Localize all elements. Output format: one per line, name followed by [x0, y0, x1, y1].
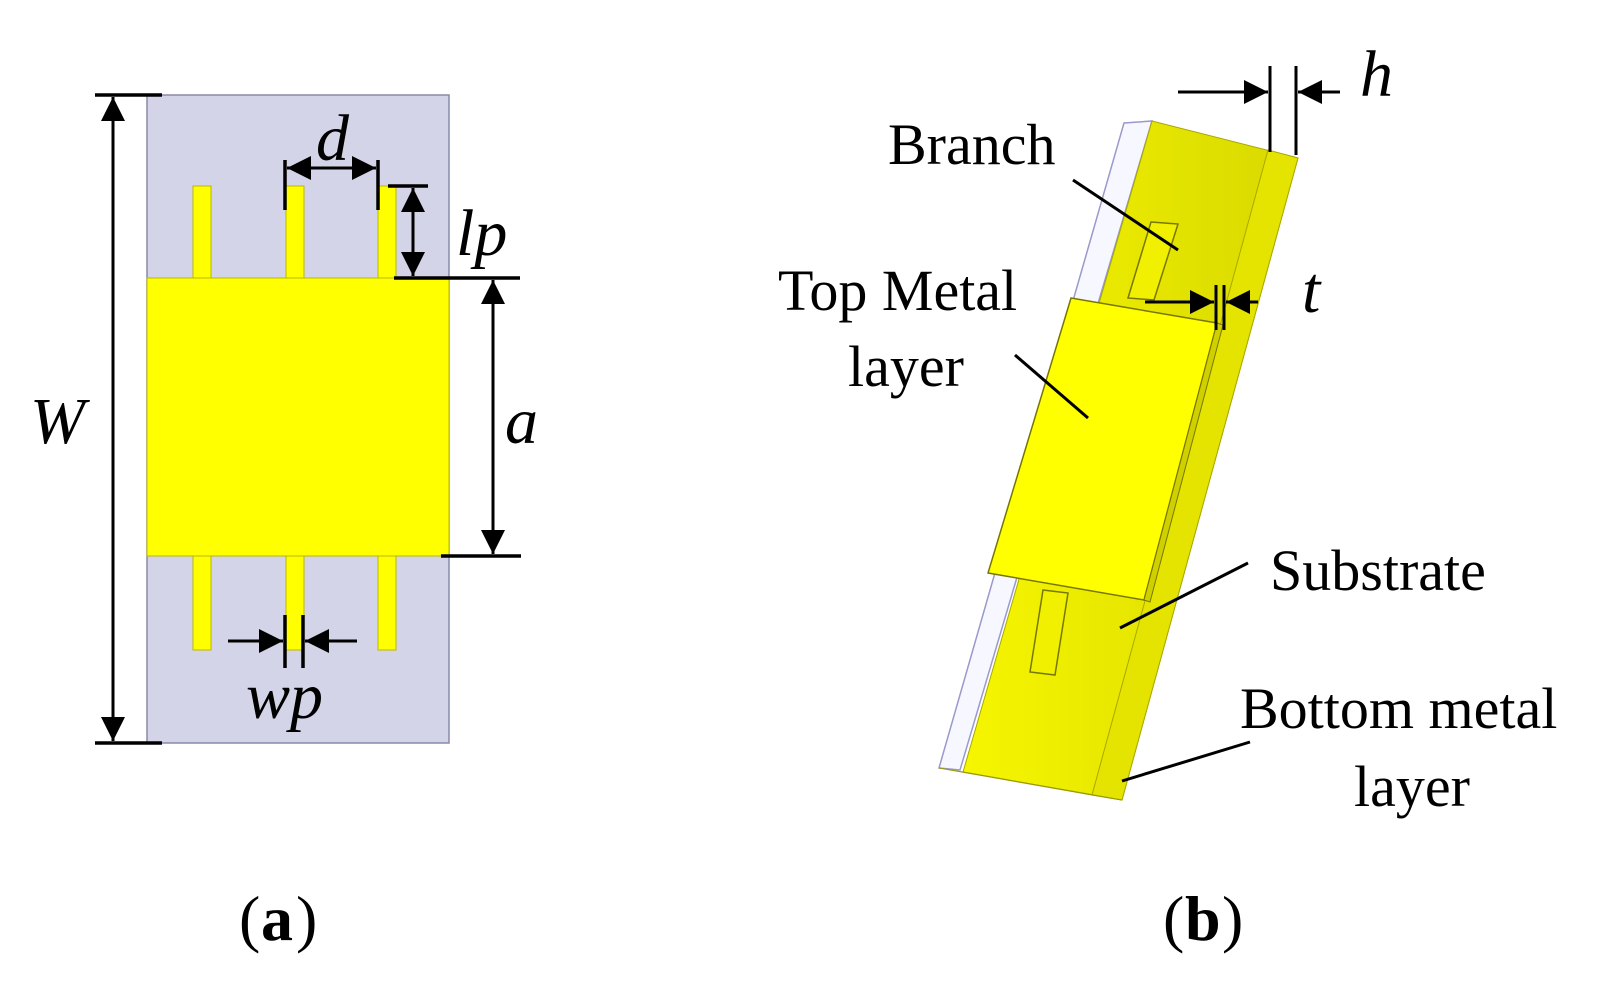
dim-d: d [283, 102, 380, 210]
caption-b-letter: b [1185, 883, 1221, 954]
label-top-metal-1: Top Metal [778, 258, 1017, 323]
dim-lp: lp [388, 184, 520, 280]
branch-top-1 [192, 185, 212, 279]
caption-a: ( a ) [239, 883, 317, 954]
label-t: t [1302, 254, 1322, 327]
panel-b: h t Branch Top Metal layer Substrate [778, 38, 1557, 954]
label-branch: Branch [888, 112, 1056, 177]
metal-patch [146, 277, 450, 557]
callout-top-metal: Top Metal layer [778, 258, 1089, 420]
caption-a-open: ( [239, 883, 260, 954]
caption-b-open: ( [1163, 883, 1184, 954]
label-a: a [505, 385, 538, 458]
caption-a-close: ) [296, 883, 317, 954]
dim-wp: wp [228, 615, 357, 733]
dim-t: t [1145, 254, 1322, 330]
label-lp: lp [456, 197, 507, 270]
label-h: h [1360, 38, 1393, 111]
branch-top-2 [285, 185, 305, 279]
panel-a: W d lp a wp [30, 93, 538, 954]
dim-a: a [441, 280, 538, 558]
label-d: d [316, 102, 350, 175]
dim-W: W [30, 93, 162, 745]
caption-a-letter: a [261, 883, 293, 954]
label-wp: wp [246, 660, 323, 733]
branch-bottom-3 [377, 555, 397, 651]
caption-b: ( b ) [1163, 883, 1243, 954]
label-substrate: Substrate [1270, 538, 1486, 603]
branch-bottom-1 [192, 555, 212, 651]
callout-branch: Branch [888, 112, 1179, 252]
label-top-metal-2: layer [848, 334, 964, 399]
branch-bottom-2 [285, 555, 305, 651]
callout-substrate: Substrate [1119, 538, 1486, 630]
label-bottom-metal-1: Bottom metal [1240, 676, 1557, 741]
caption-b-close: ) [1222, 883, 1243, 954]
callout-bottom-metal: Bottom metal layer [1121, 676, 1557, 819]
label-bottom-metal-2: layer [1354, 754, 1470, 819]
branch-3d-bottom [1029, 589, 1069, 676]
branch-top-3 [377, 185, 397, 279]
dim-h: h [1178, 38, 1393, 155]
substrate-bottom-face [938, 767, 1123, 801]
label-W: W [30, 385, 90, 458]
top-metal-3d-edge [1143, 322, 1224, 603]
